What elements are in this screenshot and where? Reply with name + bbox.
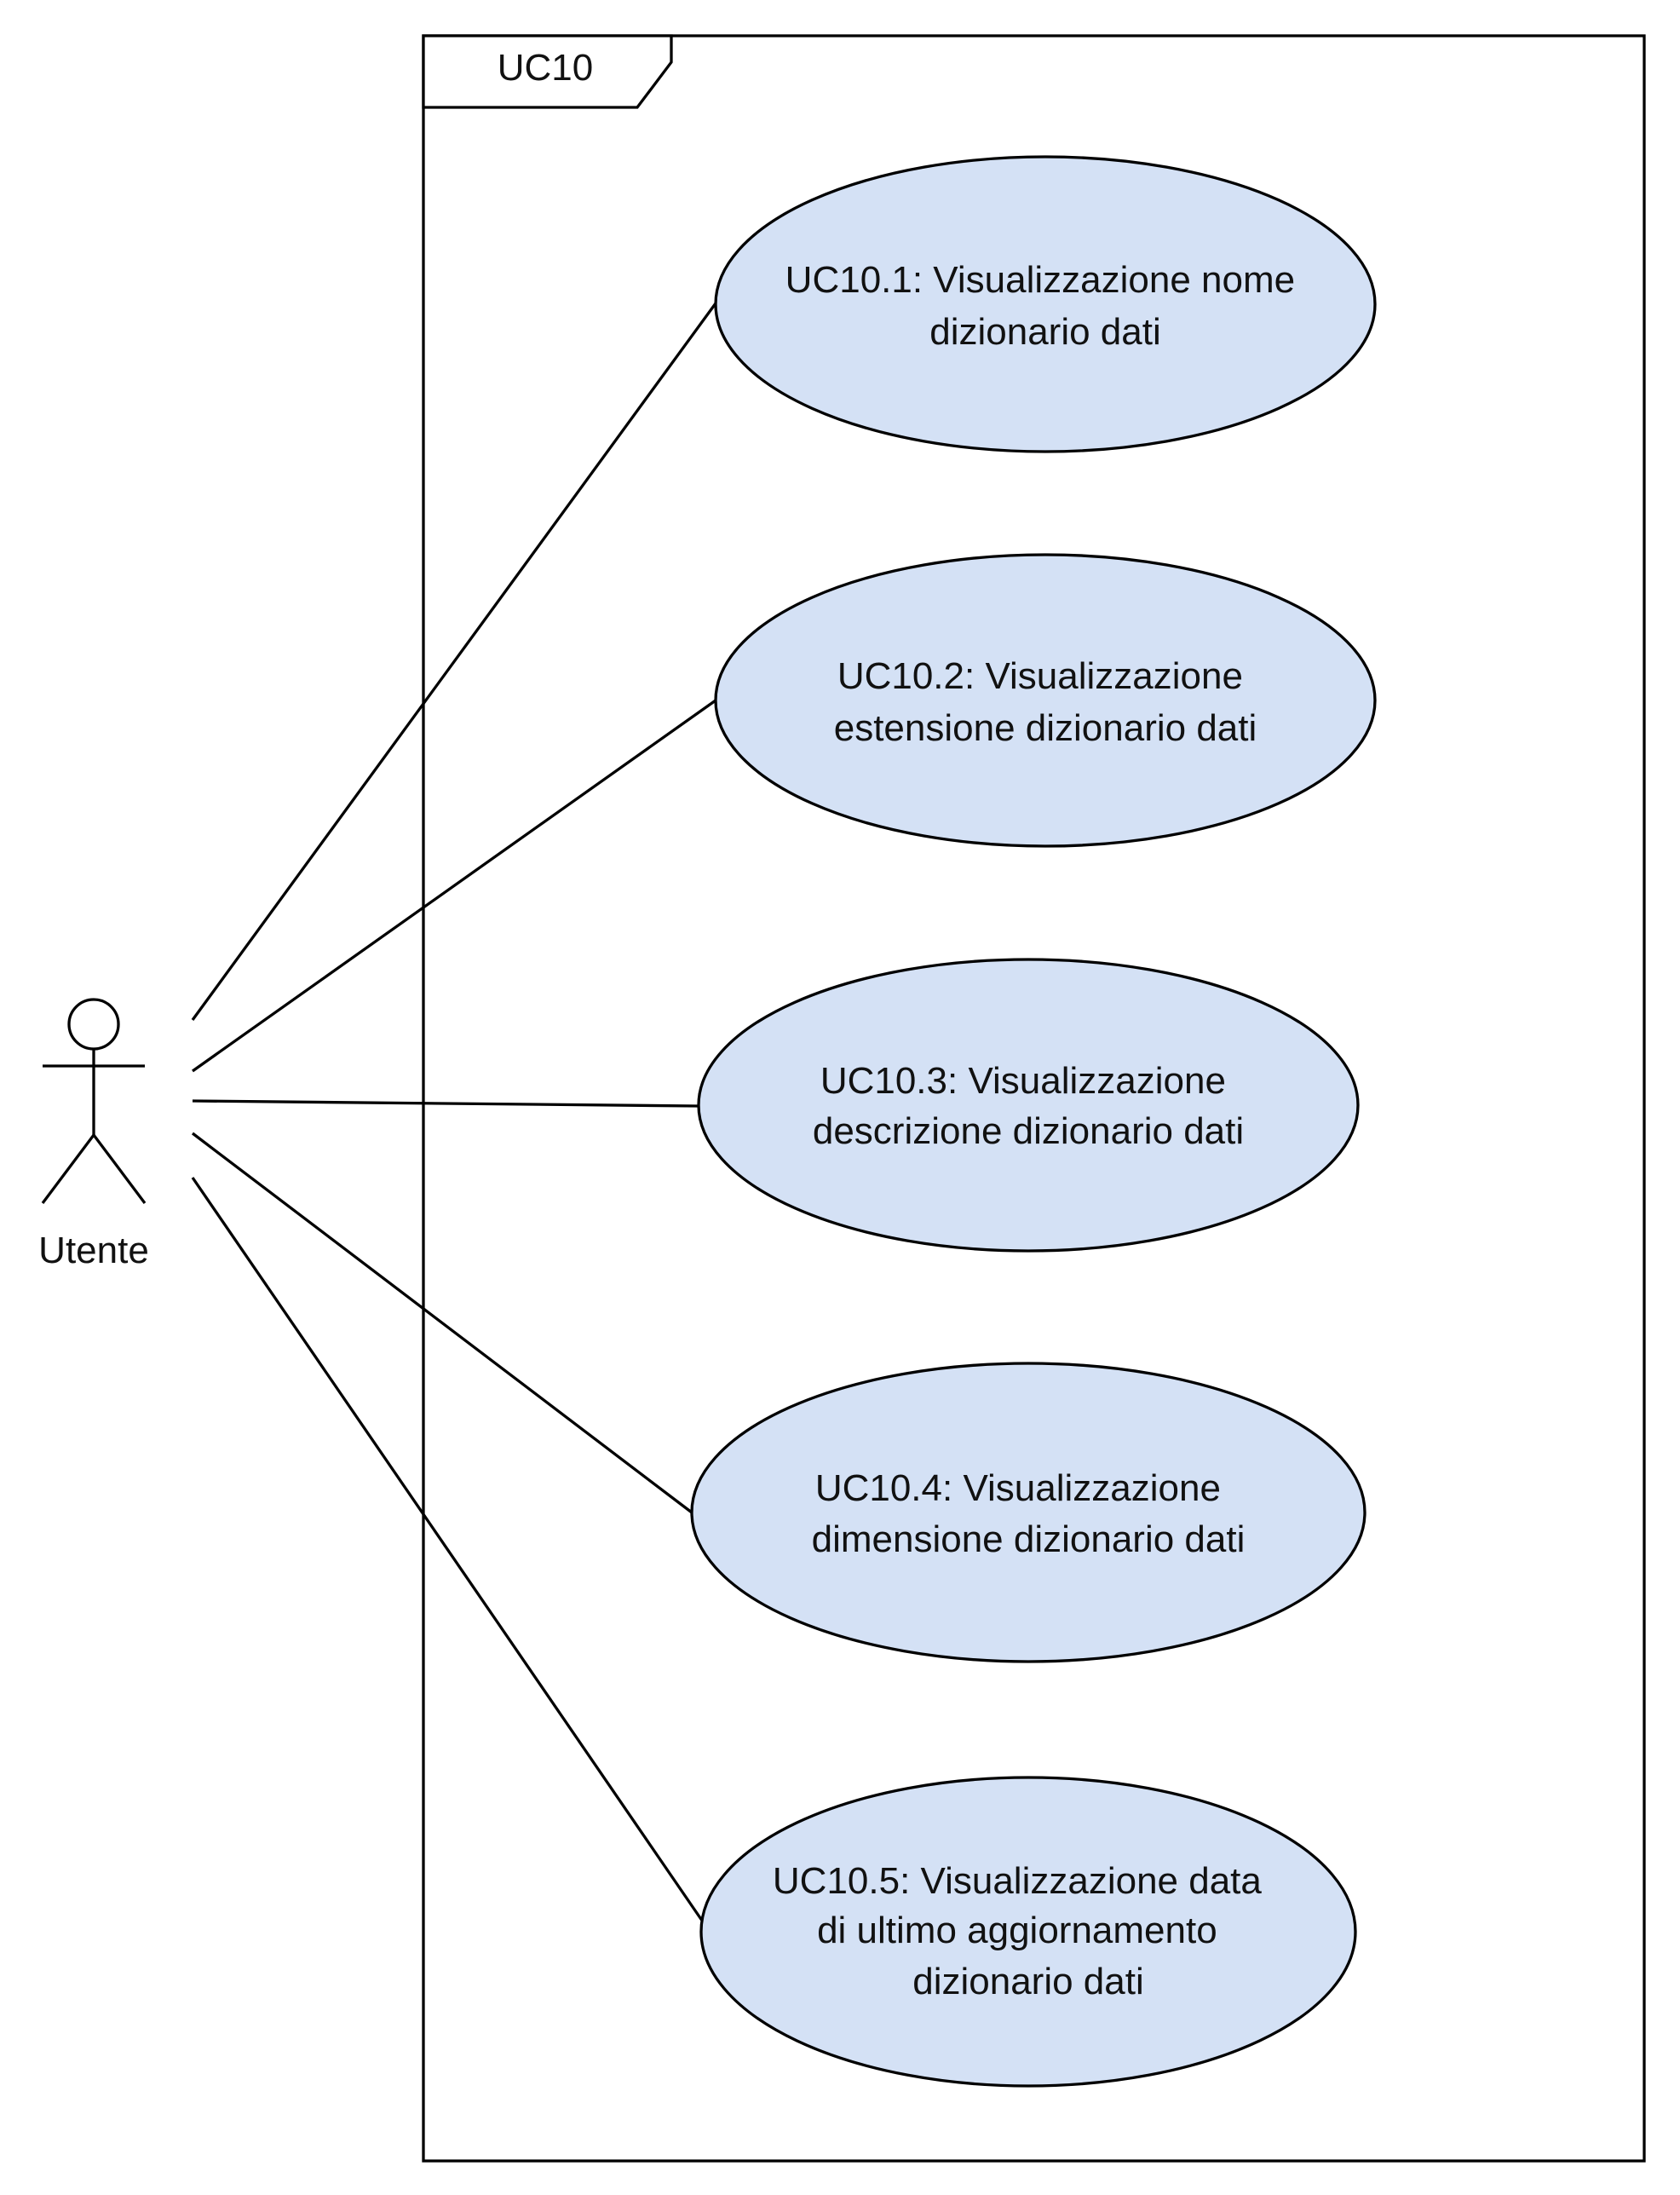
actor-label: Utente [38, 1230, 149, 1271]
association-uc10-2 [192, 699, 716, 1073]
actor-utente[interactable]: Utente [38, 998, 149, 1271]
use-case-label: UC10.3: Visualizzazione descrizione dizi… [813, 1060, 1244, 1152]
associations [191, 302, 717, 1933]
use-case-uc10-3[interactable]: UC10.3: Visualizzazione descrizione dizi… [697, 958, 1360, 1253]
actor-head [67, 998, 120, 1051]
association-uc10-1 [191, 302, 717, 1021]
use-case-label: UC10.2: Visualizzazione estensione dizio… [834, 655, 1257, 749]
use-case-label: UC10.1: Visualizzazione nome dizionario … [785, 259, 1306, 353]
use-case-uc10-5[interactable]: UC10.5: Visualizzazione data di ultimo a… [699, 1776, 1357, 2088]
actor-right-leg [92, 1134, 147, 1204]
use-case-uc10-1[interactable]: UC10.1: Visualizzazione nome dizionario … [714, 155, 1377, 453]
use-case-uc10-2[interactable]: UC10.2: Visualizzazione estensione dizio… [714, 553, 1377, 848]
frame-title: UC10 [498, 47, 594, 89]
use-case-ellipse [697, 958, 1360, 1253]
association-uc10-4 [192, 1132, 693, 1514]
association-uc10-5 [191, 1177, 711, 1933]
use-case-label: UC10.4: Visualizzazione dimensione dizio… [812, 1467, 1246, 1560]
use-case-ellipse [690, 1362, 1366, 1663]
association-uc10-3 [192, 1099, 699, 1108]
use-case-ellipse [714, 155, 1377, 453]
use-case-ellipse [714, 553, 1377, 848]
use-case-label: UC10.5: Visualizzazione data di ultimo a… [773, 1860, 1272, 2002]
frame-tab [422, 34, 673, 109]
actor-left-leg [41, 1134, 95, 1204]
use-case-uc10-4[interactable]: UC10.4: Visualizzazione dimensione dizio… [690, 1362, 1366, 1663]
use-case-ellipse [699, 1776, 1357, 2088]
